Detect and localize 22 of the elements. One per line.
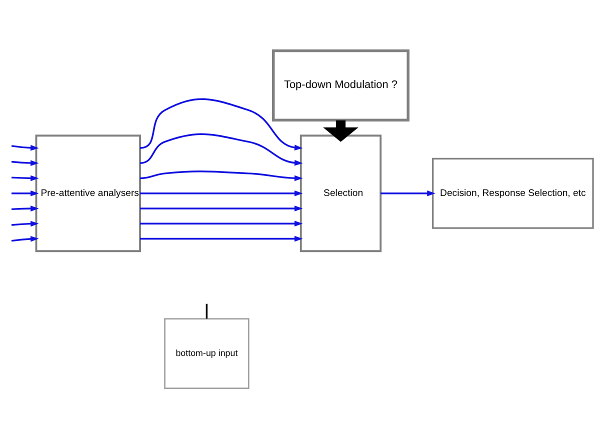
arrow bbox=[140, 170, 303, 182]
arrow bbox=[140, 236, 303, 242]
arrow bbox=[140, 98, 303, 151]
node-box: bottom-up input bbox=[164, 318, 250, 389]
arrow bbox=[12, 206, 39, 212]
node-box: Decision, Response Selection, etc bbox=[432, 158, 594, 229]
arrow bbox=[12, 190, 39, 196]
arrow bbox=[140, 190, 303, 196]
node-box: Top-down Modulation ? bbox=[272, 49, 410, 122]
node-box: Selection bbox=[300, 134, 382, 252]
arrow bbox=[11, 144, 39, 151]
arrow bbox=[380, 190, 436, 196]
arrow bbox=[323, 120, 358, 142]
arrow bbox=[11, 160, 39, 166]
arrow bbox=[140, 206, 303, 212]
arrow bbox=[140, 133, 303, 166]
arrow bbox=[12, 175, 39, 182]
connector bbox=[206, 304, 208, 319]
node-box: Pre-attentive analysers bbox=[35, 134, 141, 252]
arrow bbox=[11, 236, 39, 242]
arrow bbox=[140, 220, 303, 227]
arrow bbox=[11, 220, 39, 227]
